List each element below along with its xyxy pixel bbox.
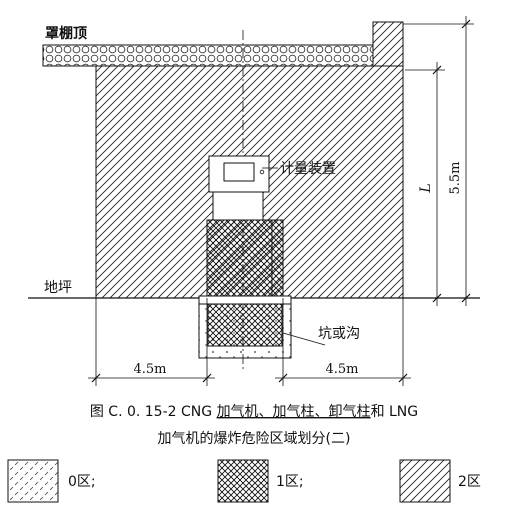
dim-L-tick-top <box>432 65 442 75</box>
canopy-roof <box>42 44 374 67</box>
metering-device-screen <box>223 162 255 182</box>
dim-L-tick-bottom <box>432 293 442 303</box>
dim-left-tick-a <box>91 373 101 383</box>
canopy-right-step <box>372 21 404 67</box>
pit-top-slab <box>198 295 292 305</box>
caption-suffix: 和 LNG <box>371 404 419 420</box>
dim-left-label: 4.5m <box>133 362 166 377</box>
dim-L-label: L <box>418 183 434 193</box>
pit-leader <box>282 332 326 346</box>
dim-left-tick-b <box>202 373 212 383</box>
dim-height-tick-top <box>461 19 471 29</box>
legend: 0区; 1区; 2区 <box>7 459 481 503</box>
metering-device-knob <box>259 169 265 175</box>
legend-swatch-zone-1 <box>217 459 269 503</box>
pit-label: 坑或沟 <box>318 326 360 342</box>
dispenser-panel <box>212 191 264 221</box>
dim-right-label: 4.5m <box>325 362 358 377</box>
figure-caption-line1: 图 C. 0. 15-2 CNG 加气机、加气柱、卸气柱和 LNG <box>90 404 418 420</box>
legend-swatch-zone-0 <box>7 459 59 503</box>
dim-height-label: 5.5m <box>448 161 463 194</box>
dim-height-tick-bottom <box>461 293 471 303</box>
canopy-top-label: 罩棚顶 <box>45 25 87 42</box>
caption-underlined: 加气机、加气柱、卸气柱 <box>217 404 371 420</box>
figure-caption-line2: 加气机的爆炸危险区域划分(二) <box>158 431 351 447</box>
zone-1-dispenser-body <box>206 219 284 299</box>
legend-label-zone-0: 0区; <box>68 474 96 490</box>
legend-label-zone-2: 2区 <box>458 474 481 490</box>
dim-right-tick-b <box>398 373 408 383</box>
legend-label-zone-1: 1区; <box>276 474 304 490</box>
caption-prefix: 图 C. 0. 15-2 CNG <box>90 404 217 420</box>
legend-swatch-zone-2 <box>399 459 451 503</box>
dim-right-tick-a <box>278 373 288 383</box>
ground-label: 地坪 <box>44 280 72 296</box>
metering-device-label: 计量装置 <box>280 161 336 177</box>
pit-zone-1 <box>207 303 283 347</box>
